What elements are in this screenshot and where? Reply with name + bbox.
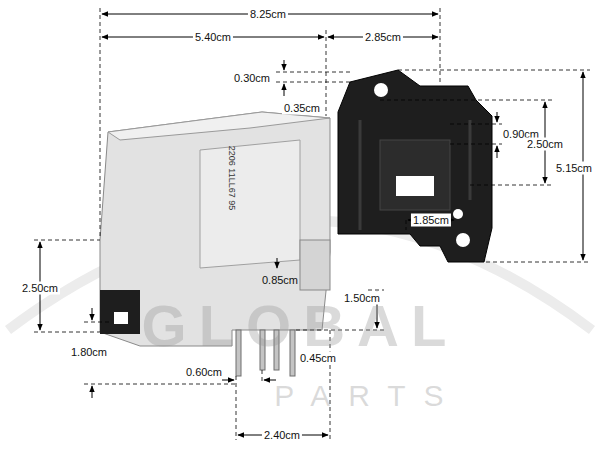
dimension-lines [40, 14, 583, 435]
dimension-label: 0.60cm [184, 366, 224, 379]
dimension-label: 8.25cm [248, 8, 288, 21]
dimension-label: 5.40cm [193, 31, 233, 44]
extension-lines [34, 8, 590, 440]
watermark: GLOBAL [142, 296, 459, 356]
watermark: PARTS [274, 380, 461, 412]
dimension-label: 0.35cm [282, 102, 322, 115]
part-marking: 2206 11LL67 95 [227, 146, 237, 210]
dimension-label: 2.85cm [363, 31, 403, 44]
dimension-label: 2.50cm [20, 282, 60, 295]
dimension-label: 0.85cm [262, 274, 298, 287]
dimension-label: 0.30cm [232, 72, 272, 85]
dimension-label: 5.15cm [554, 162, 594, 175]
dimension-label: 1.85cm [411, 214, 451, 227]
lock-bracket [338, 70, 492, 262]
dimension-label: 1.50cm [342, 292, 382, 305]
dimension-label: 2.40cm [262, 429, 302, 442]
dimension-label: 2.50cm [525, 138, 565, 151]
dimension-label: 1.80cm [69, 346, 109, 359]
dimension-label: 0.45cm [298, 352, 338, 365]
